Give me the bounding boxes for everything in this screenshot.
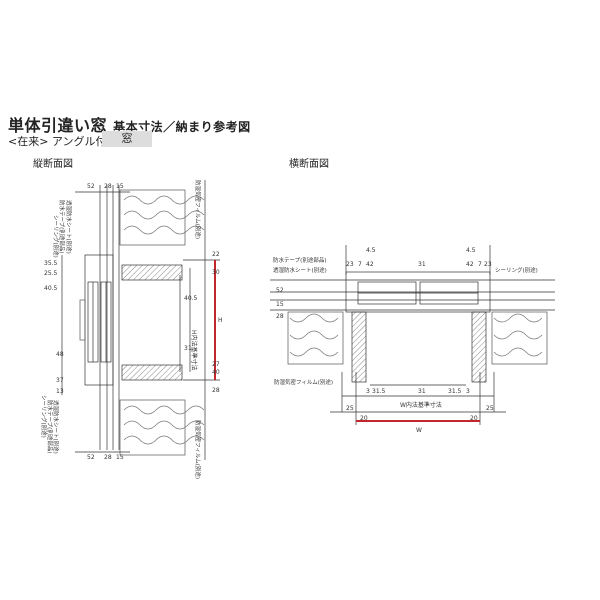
v-right-dim-1: 30 [212,269,220,276]
subtitle: <在来> アングル付 [8,135,107,148]
v-label-top-0: 防水テープ(別途部品) [58,200,66,253]
h-top-right-0: 4.5 [466,247,476,254]
v-label-right-bot: 防湿気密フィルム(別途) [194,420,202,479]
h-label-1: 透湿防水シート(別途) [273,266,327,274]
v-left-dim-3: 48 [56,351,64,358]
h-top-left-1: 23 [346,261,354,268]
v-label-bot-2: 透湿防水シート(別途) [52,400,60,454]
h-top-left-0: 4.5 [366,247,376,254]
h-label-3: 防湿気密フィルム(別途) [274,378,333,386]
v-bot-dim-2: 15 [116,454,124,461]
h-top-left-2: 7 [358,261,362,268]
v-right-dim-4: 28 [212,387,220,394]
v-left-dim-5: 13 [56,388,64,395]
v-top-dim-1: 28 [104,183,112,190]
v-bot-dim-1: 28 [104,454,112,461]
v-right-dim-0: 22 [212,251,220,258]
vertical-section-label: 縦断面図 [33,159,73,170]
h-left-0: 52 [276,287,284,294]
v-left-dim-1: 25.5 [44,270,58,277]
h-bot-outer-0: 25 [346,405,354,412]
h-bot-inner-1: 31.5 [372,388,386,395]
v-label-top-2: シーリング(別途) [52,215,60,258]
title-sub: 基本寸法／納まり参考図 [113,120,251,134]
v-red-h-label: H [218,317,223,324]
title-main: 単体引違い窓 [8,116,108,135]
v-left-dim-2: 35.5 [44,260,58,267]
h-left-2: 28 [276,313,284,320]
horizontal-section-label: 横断面図 [289,159,329,170]
v-label-bot-1: 防水テープ(別途部品) [46,400,54,453]
v-inner-dim-0: 40.5 [184,295,198,302]
h-bot-outer-3: 20 [470,415,478,422]
h-bot-outer-1: 20 [360,415,368,422]
v-top-dim-2: 15 [116,183,124,190]
vertical-section [61,180,220,460]
horizontal-dims: 4.5 23 7 42 4.5 42 7 23 31 52 15 28 3 31… [276,247,494,434]
vertical-labels: 防水テープ(別途部品) 透湿防水シート(別途) シーリング(別途) シーリング(… [40,180,202,479]
badge: 窓 [102,131,152,147]
h-w-label: W内法基準寸法 [400,401,442,409]
h-top-mid-0: 31 [418,261,426,268]
h-left-1: 15 [276,301,284,308]
page-title: 単体引違い窓 基本寸法／納まり参考図 [8,112,251,136]
v-label-right-top: 防湿気密フィルム(別途) [194,180,202,239]
h-bot-inner-4: 3 [466,388,470,395]
horizontal-labels: 防水テープ(別途部品) 透湿防水シート(別途) シーリング(別途) 防湿気密フィ… [273,256,538,386]
h-top-left-3: 42 [366,261,374,268]
v-left-dim-4: 37 [56,377,64,384]
v-label-top-1: 透湿防水シート(別途) [65,200,73,254]
v-inner-dim-1: 31 [184,345,192,352]
v-right-dim-3: 40 [212,369,220,376]
h-top-right-2: 7 [478,261,482,268]
vertical-dims: 52 28 15 52 28 15 22 30 27 40 28 H 40.5 … [44,183,223,461]
horizontal-section [270,245,555,425]
v-inner-hbase: H内法基準寸法 [190,330,198,371]
v-right-dim-2: 27 [212,361,220,368]
h-top-right-1: 42 [466,261,474,268]
h-bot-inner-2: 31 [418,388,426,395]
h-label-2: シーリング(別途) [495,266,538,274]
v-label-bot-0: シーリング(別途) [40,395,48,438]
h-bot-inner-3: 31.5 [448,388,462,395]
h-bot-outer-4: 25 [486,405,494,412]
h-bot-inner-0: 3 [366,388,370,395]
v-left-dim-0: 40.5 [44,285,58,292]
h-bot-outer-2: W [416,427,422,434]
v-top-dim-0: 52 [87,183,95,190]
v-bot-dim-0: 52 [87,454,95,461]
h-label-0: 防水テープ(別途部品) [273,256,326,264]
h-top-right-3: 23 [484,261,492,268]
